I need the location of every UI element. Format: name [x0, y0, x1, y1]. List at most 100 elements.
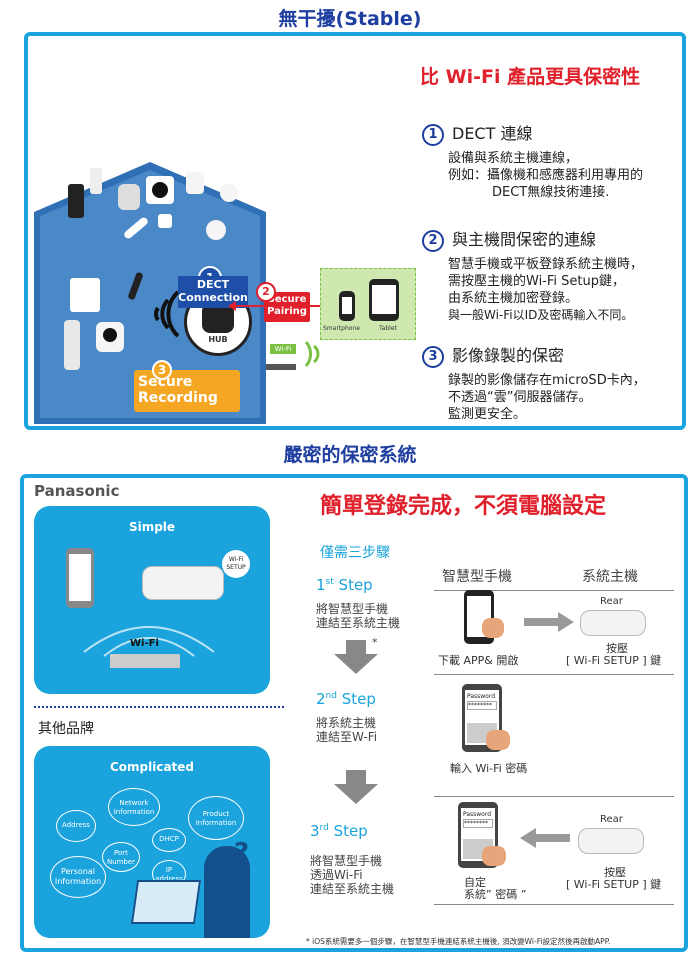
recording-number-badge: 3	[152, 360, 172, 380]
smartphone-label: Smartphone	[323, 325, 360, 332]
simple-hub-icon	[142, 566, 224, 600]
indoor-camera-icon	[96, 322, 124, 352]
step-1-hand-icon	[482, 618, 504, 638]
simple-phone-icon	[66, 548, 94, 608]
simple-wifi-waves-icon	[83, 626, 215, 657]
feature-3-line: 監測更安全。	[448, 406, 527, 422]
step-1-title: 1st Step	[316, 576, 373, 594]
step-3-rear-label: Rear	[600, 814, 623, 825]
step-3-phone-caption-1: 自定	[464, 876, 486, 889]
feature-1-number: 1	[422, 123, 444, 146]
bottom-headline: 簡單登錄完成，不須電腦設定	[320, 494, 607, 519]
step-3-left-arrow-icon	[520, 828, 570, 848]
house-diagram: HUB 1 DECT Connection Secure Recording 3	[34, 162, 266, 424]
middle-section-title: 嚴密的保密系統	[283, 444, 417, 466]
feature-2-line: 需按壓主機的Wi-Fi Setup鍵，	[448, 273, 625, 289]
step-3-phone-caption-2: 系統” 密碼 ”	[464, 888, 527, 901]
step-1-divider	[434, 674, 674, 675]
feature-3-line: 不透過“雲”伺服器儲存。	[448, 389, 592, 405]
complicated-label: Complicated	[109, 760, 195, 774]
step-1-description: 將智慧型手機 連結至系統主機	[316, 602, 400, 630]
motion-sensor-icon	[158, 214, 172, 228]
three-steps-label: 僅需三步驟	[320, 545, 390, 561]
step-3-ordinal-suffix: rd	[319, 823, 329, 833]
header-divider	[434, 590, 674, 591]
keypad-icon	[70, 278, 100, 312]
step-3-desc-line: 連結至系統主機	[310, 882, 395, 896]
feature-3-heading: 影像錄製的保密	[452, 346, 565, 365]
step-2-phone-caption: 輸入 Wi-Fi 密碼	[450, 762, 528, 775]
simple-label: Simple	[128, 520, 176, 534]
step-2-description: 將系統主機 連結至W-Fi	[316, 716, 377, 744]
top-headline: 比 Wi-Fi 產品更具保密性	[420, 66, 641, 88]
router-icon	[266, 364, 296, 370]
step-3-desc-line: 透過Wi-Fi	[310, 868, 363, 882]
hub-label: HUB	[208, 335, 228, 344]
step-down-arrow-icon	[334, 640, 378, 674]
bubble-personal-information: Personal Information	[50, 856, 106, 898]
step-1-hub-caption-2: [ Wi-Fi SETUP ] 鍵	[566, 654, 662, 667]
step-2-desc-line: 連結至W-Fi	[316, 730, 378, 744]
bottom-setup-box: Panasonic Simple Wi-Fi SETUP Wi-Fi 其他品牌 …	[20, 474, 688, 952]
step-3-word: Step	[333, 822, 368, 840]
step-2-ordinal: 2	[316, 690, 326, 708]
feature-2-line: 由系統主機加密登錄。	[448, 290, 579, 306]
step-2-hand-icon	[486, 730, 510, 750]
smart-plug-icon	[186, 172, 204, 194]
feature-2-number: 2	[422, 229, 444, 252]
step-1-asterisk: *	[372, 636, 378, 649]
camera-icon	[118, 184, 140, 210]
bubble-port-number: Port Number	[102, 842, 140, 872]
step-1-desc-line: 將智慧型手機	[316, 602, 389, 616]
sensor-device-icon	[68, 184, 84, 218]
feature-1-heading: DECT 連線	[452, 124, 533, 143]
outdoor-camera-icon	[146, 176, 174, 204]
step-2-password-label: Password	[467, 693, 496, 700]
step-1-ordinal: 1	[316, 576, 326, 594]
feature-2-heading: 與主機間保密的連線	[452, 230, 597, 249]
siren-icon	[206, 220, 226, 240]
step-2-password-field: ********	[467, 701, 497, 710]
question-mark-icon: ?	[234, 838, 250, 868]
step-1-phone-caption: 下載 APP& 開啟	[438, 654, 519, 667]
step-3-divider	[434, 904, 674, 905]
step-3-ordinal: 3	[310, 822, 320, 840]
step-3-description: 將智慧型手機 透過Wi-Fi 連結至系統主機	[310, 854, 394, 896]
step-1-hub-caption-1: 按壓	[606, 642, 628, 655]
feature-3-number: 3	[422, 345, 444, 368]
wifi-setup-button: Wi-Fi SETUP	[222, 550, 250, 578]
person-silhouette-icon	[204, 846, 250, 938]
top-section-title: 無干擾(Stable)	[278, 8, 422, 30]
simple-panel: Simple Wi-Fi SETUP Wi-Fi	[34, 506, 270, 694]
tablet-icon	[369, 279, 399, 321]
cordless-phone-icon	[64, 320, 80, 370]
step-1-ordinal-suffix: st	[325, 577, 334, 587]
step-3-password-label: Password	[463, 811, 492, 818]
step-3-password-field: ********	[463, 819, 493, 828]
step-3-hub-caption-1: 按壓	[604, 866, 626, 879]
step-3-title: 3rd Step	[310, 822, 368, 840]
step-2-word: Step	[341, 690, 376, 708]
step-2-divider	[434, 796, 674, 797]
secure-recording-label: Secure Recording	[134, 370, 240, 412]
dect-signal-icon	[154, 290, 180, 338]
ios-footnote: * iOS系統需要多一個步驟，在智慧型手機連結系統主機後, 須改變Wi-Fi設定…	[306, 937, 611, 946]
step-2-desc-line: 將系統主機	[316, 716, 377, 730]
step-1-hub-icon	[580, 610, 646, 636]
step-down-arrow-icon	[334, 770, 378, 804]
brand-divider	[34, 706, 284, 708]
simple-router-icon	[110, 654, 180, 668]
step-2-phone-icon: Password ********	[462, 684, 502, 752]
complicated-panel: Complicated Network Information Product …	[34, 746, 270, 938]
step-1-rear-label: Rear	[600, 596, 623, 607]
column-hub-header: 系統主機	[582, 569, 638, 585]
top-feature-box: HUB 1 DECT Connection Secure Recording 3…	[24, 32, 686, 430]
dect-connection-label: DECT Connection	[178, 276, 248, 308]
smoke-detector-icon	[220, 184, 238, 202]
wifi-label: Wi-Fi	[270, 344, 296, 354]
feature-2-line: 與一般Wi-Fi以ID及密碼輸入不同。	[448, 307, 634, 322]
pairing-number-badge: 2	[256, 282, 276, 302]
step-3-hub-caption-2: [ Wi-Fi SETUP ] 鍵	[566, 878, 662, 891]
